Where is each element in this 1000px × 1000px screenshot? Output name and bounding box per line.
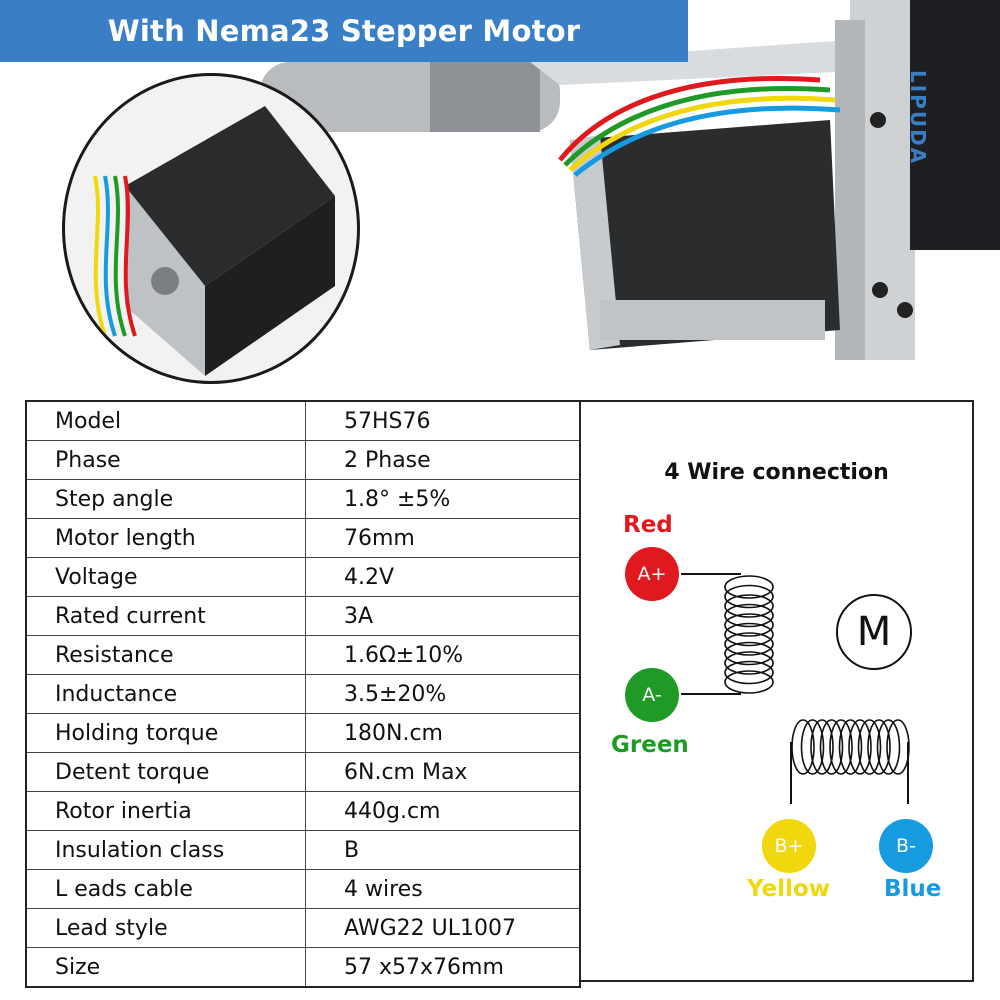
banner-title: With Nema23 Stepper Motor <box>0 0 688 62</box>
spec-value: 6N.cm Max <box>305 752 581 792</box>
product-photo: LIPUDA <box>0 0 1000 384</box>
spec-value: 57 x57x76mm <box>305 947 581 988</box>
spec-label: Lead style <box>25 908 306 948</box>
green-wire-label: Green <box>611 732 689 758</box>
motor-assembly-photo <box>260 0 1000 360</box>
coil-diagram <box>681 573 910 804</box>
spec-label: Motor length <box>25 518 306 558</box>
spec-label: Inductance <box>25 674 306 714</box>
spec-label: Rated current <box>25 596 306 636</box>
spec-value: 3.5±20% <box>305 674 581 714</box>
spec-label: Rotor inertia <box>25 791 306 831</box>
spec-value: 3A <box>305 596 581 636</box>
spec-label: Holding torque <box>25 713 306 753</box>
pin-a-plus: A+ <box>625 547 679 601</box>
spec-label: Step angle <box>25 479 306 519</box>
yellow-wire-label: Yellow <box>747 876 830 902</box>
spec-label: Resistance <box>25 635 306 675</box>
pin-b-minus: B- <box>879 819 933 873</box>
spec-value: 1.6Ω±10% <box>305 635 581 675</box>
spec-value: 76mm <box>305 518 581 558</box>
spec-value: AWG22 UL1007 <box>305 908 581 948</box>
stepper-motor-closeup <box>93 106 335 376</box>
wiring-diagram: 4 Wire connection Red A+ A- Green M B+ Y… <box>581 400 974 982</box>
spec-label: Insulation class <box>25 830 306 870</box>
pin-b-plus: B+ <box>762 819 816 873</box>
wiring-title: 4 Wire connection <box>664 460 889 485</box>
spec-label: Size <box>25 947 306 988</box>
red-wire-label: Red <box>623 512 673 538</box>
spec-value: B <box>305 830 581 870</box>
blue-wire-label: Blue <box>884 876 942 902</box>
spec-label: Detent torque <box>25 752 306 792</box>
motor-symbol: M <box>836 594 912 670</box>
spec-label: L eads cable <box>25 869 306 909</box>
belt-brand-text: LIPUDA <box>906 70 930 166</box>
spec-value: 57HS76 <box>305 400 581 441</box>
spec-value: 4 wires <box>305 869 581 909</box>
spec-label: Phase <box>25 440 306 480</box>
spec-value: 1.8° ±5% <box>305 479 581 519</box>
spec-label: Model <box>25 400 306 441</box>
spec-value: 440g.cm <box>305 791 581 831</box>
spec-label: Voltage <box>25 557 306 597</box>
spec-value: 4.2V <box>305 557 581 597</box>
spec-value: 180N.cm <box>305 713 581 753</box>
motor-closeup-inset <box>62 73 360 384</box>
pin-a-minus: A- <box>625 668 679 722</box>
spec-value: 2 Phase <box>305 440 581 480</box>
